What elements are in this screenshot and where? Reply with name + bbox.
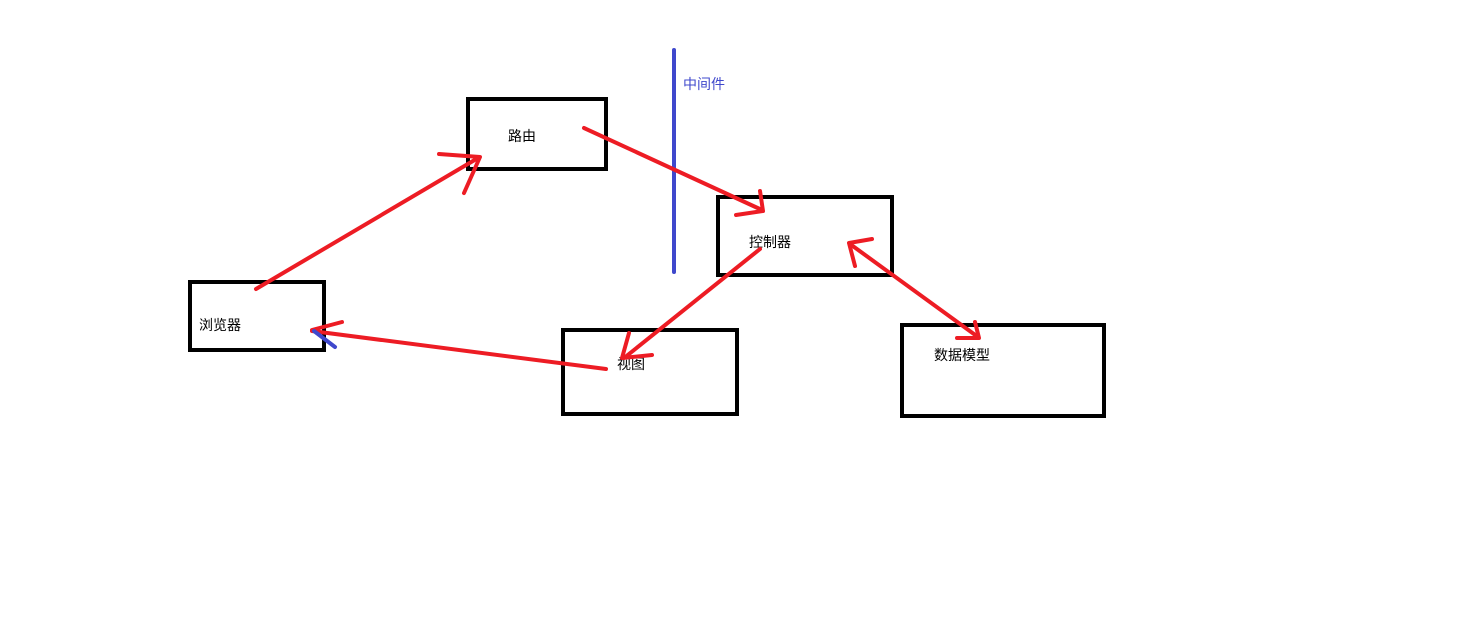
browser-box <box>188 280 326 352</box>
data-model-label: 数据模型 <box>934 348 990 364</box>
controller-label: 控制器 <box>749 235 791 251</box>
data-model-box <box>900 323 1106 418</box>
browser-label: 浏览器 <box>199 318 241 334</box>
controller-box <box>716 195 894 277</box>
view-label: 视图 <box>617 357 645 373</box>
router-box <box>466 97 608 171</box>
middleware-label: 中间件 <box>683 77 725 93</box>
view-box <box>561 328 739 416</box>
router-label: 路由 <box>508 129 536 145</box>
